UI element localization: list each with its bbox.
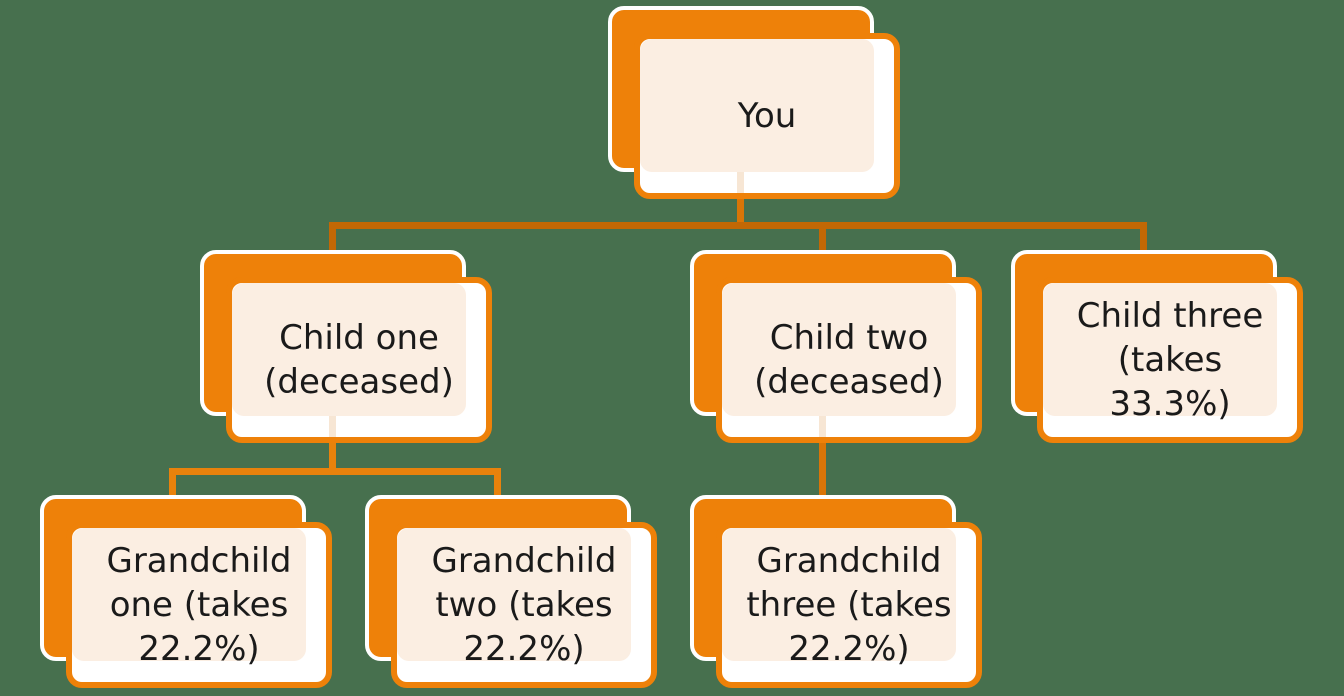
connector-faint-overlay — [329, 416, 336, 437]
node-label-line: two (takes — [435, 585, 613, 625]
node-grandchild-two: Grandchild two (takes 22.2%) — [365, 495, 657, 688]
node-label-line: 22.2%) — [788, 629, 910, 669]
node-label-line: Child three — [1076, 296, 1264, 336]
connector-faint-overlay — [819, 416, 826, 437]
node-label-line: Grandchild — [106, 541, 292, 581]
connector-child-two-to-grandchild-three — [819, 443, 826, 500]
connector-drop-grandchild-two — [494, 468, 501, 500]
node-label-line: Child two — [769, 318, 929, 358]
node-label-line: 33.3%) — [1109, 384, 1231, 424]
node-child-three: Child three (takes 33.3%) — [1011, 250, 1303, 443]
connector-you-down — [737, 199, 744, 228]
node-grandchild-one: Grandchild one (takes 22.2%) — [40, 495, 332, 688]
card-peach — [72, 528, 306, 661]
node-label-line: three (takes — [746, 585, 952, 625]
connector-drop-grandchild-one — [169, 468, 176, 500]
node-label: Child three (takes 33.3%) — [1037, 277, 1303, 443]
node-label-line: (takes — [1117, 340, 1223, 380]
card-peach — [232, 283, 466, 416]
card-peach — [722, 528, 956, 661]
connector-drop-child-one — [329, 222, 336, 252]
node-label-line: 22.2%) — [463, 629, 585, 669]
node-label: Child one (deceased) — [226, 277, 492, 443]
node-label: Child two (deceased) — [716, 277, 982, 443]
connector-grandchildren-horizontal — [169, 468, 501, 475]
card-peach — [722, 283, 956, 416]
connector-drop-child-three — [1140, 222, 1147, 252]
card-peach — [1043, 283, 1277, 416]
node-label-line: You — [737, 96, 797, 136]
node-you: You — [608, 6, 900, 199]
node-child-two: Child two (deceased) — [690, 250, 982, 443]
node-label: Grandchild one (takes 22.2%) — [66, 522, 332, 688]
node-label-line: Child one — [279, 318, 439, 358]
connector-child-one-down — [329, 443, 336, 475]
node-label-line: (deceased) — [264, 362, 454, 402]
node-child-one: Child one (deceased) — [200, 250, 492, 443]
node-label-line: Grandchild — [756, 541, 942, 581]
node-label: Grandchild three (takes 22.2%) — [716, 522, 982, 688]
connector-faint-overlay — [737, 172, 744, 193]
node-label-line: 22.2%) — [138, 629, 260, 669]
node-label-line: (deceased) — [754, 362, 944, 402]
node-label: You — [634, 33, 900, 199]
node-grandchild-three: Grandchild three (takes 22.2%) — [690, 495, 982, 688]
node-label-line: one (takes — [109, 585, 289, 625]
card-peach — [640, 39, 874, 172]
connector-children-horizontal — [329, 222, 1147, 229]
node-label: Grandchild two (takes 22.2%) — [391, 522, 657, 688]
connector-drop-child-two — [819, 222, 826, 252]
card-peach — [397, 528, 631, 661]
node-label-line: Grandchild — [431, 541, 617, 581]
